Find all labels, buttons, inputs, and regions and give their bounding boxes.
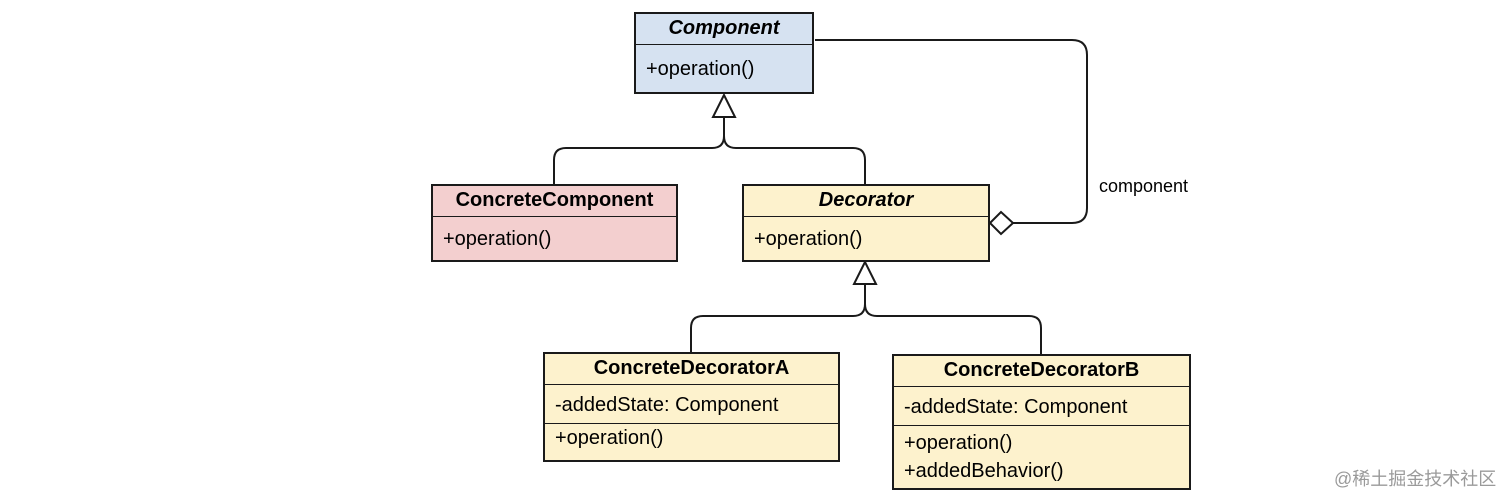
operations-decorator: +operation() [744,217,988,260]
operations-component: +operation() [636,45,812,92]
generalization-line-component [553,117,866,184]
operation-item: +operation() [646,58,755,80]
attribute-item: -addedState: Component [555,394,779,416]
aggregation-role-label: component [1099,176,1189,196]
operation-item: +operation() [754,228,863,250]
watermark-text: @稀土掘金技术社区 [1334,469,1497,489]
class-name-concrete-decorator-a: ConcreteDecoratorA [545,354,838,385]
operation-item: +addedBehavior() [904,460,1064,482]
attributes-concrete-decorator-a: -addedState: Component [545,385,838,423]
class-name-concrete-component: ConcreteComponent [433,186,676,217]
class-name-concrete-decorator-b: ConcreteDecoratorB [894,356,1189,387]
attributes-concrete-decorator-b: -addedState: Component [894,387,1189,425]
operation-item: +operation() [555,427,664,449]
class-decorator: Decorator +operation() [742,184,990,262]
aggregation-line [815,39,1088,224]
operation-item: +operation() [904,432,1013,454]
class-component: Component +operation() [634,12,814,94]
class-concrete-decorator-a: ConcreteDecoratorA -addedState: Componen… [543,352,840,462]
inheritance-arrow-decorator [852,259,878,285]
operations-concrete-decorator-b: +operation() +addedBehavior() [894,425,1189,488]
operations-concrete-component: +operation() [433,217,676,260]
class-concrete-decorator-b: ConcreteDecoratorB -addedState: Componen… [892,354,1191,490]
class-name-component: Component [636,14,812,45]
aggregation-diamond [988,210,1015,236]
class-name-decorator: Decorator [744,186,988,217]
operations-concrete-decorator-a: +operation() [545,423,838,460]
class-concrete-component: ConcreteComponent +operation() [431,184,678,262]
attribute-item: -addedState: Component [904,396,1128,418]
generalization-line-decorator [690,284,1042,354]
operation-item: +operation() [443,228,552,250]
inheritance-arrow-component [711,92,737,118]
